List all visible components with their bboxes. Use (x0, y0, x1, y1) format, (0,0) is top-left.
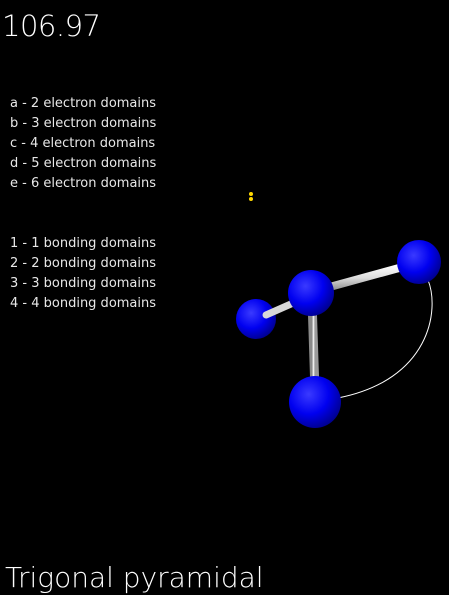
menu-item-electron-3[interactable]: b - 3 electron domains (10, 116, 157, 131)
atom-bottom[interactable] (289, 376, 341, 428)
menu-item-bonding-3[interactable]: 3 - 3 bonding domains (10, 276, 157, 291)
bond-angle-readout: 106.97 (2, 9, 101, 43)
geometry-name-label: Trigonal pyramidal (5, 561, 264, 594)
bond-angle-arc (337, 279, 433, 399)
atom-right[interactable] (397, 240, 441, 284)
menu-item-bonding-4[interactable]: 4 - 4 bonding domains (10, 296, 157, 311)
electron-domain-menu: a - 2 electron domains b - 3 electron do… (10, 94, 156, 194)
menu-item-electron-5[interactable]: d - 5 electron domains (10, 156, 157, 171)
menu-item-bonding-1[interactable]: 1 - 1 bonding domains (10, 236, 157, 251)
atom-central[interactable] (288, 270, 334, 316)
menu-item-bonding-2[interactable]: 2 - 2 bonding domains (10, 256, 157, 271)
menu-item-electron-6[interactable]: e - 6 electron domains (10, 176, 157, 191)
menu-item-electron-2[interactable]: a - 2 electron domains (10, 96, 157, 111)
atom-left[interactable] (236, 299, 276, 339)
menu-item-electron-4[interactable]: c - 4 electron domains (10, 136, 156, 151)
lone-pair-icon (249, 192, 253, 201)
bonding-domain-menu: 1 - 1 bonding domains 2 - 2 bonding doma… (10, 234, 156, 314)
